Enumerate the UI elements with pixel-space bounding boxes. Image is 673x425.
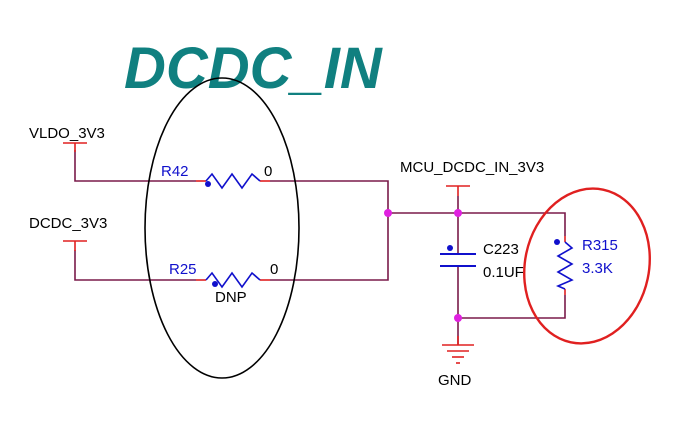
resistor-r25: R25 0 DNP: [169, 261, 278, 306]
value-r25: 0: [270, 261, 278, 278]
ref-r315: R315: [582, 237, 618, 254]
ground-icon: [442, 344, 474, 364]
pin-stubs: [63, 142, 566, 345]
junctions: [384, 209, 462, 322]
resistor-r42-symbol: [205, 172, 261, 190]
resistor-r315-symbol: [555, 241, 574, 290]
highlight-ellipse-black: [144, 77, 300, 379]
capacitor-c223: C223 0.1UF: [440, 241, 524, 281]
value-r315: 3.3K: [582, 260, 613, 277]
wires: [74, 150, 566, 345]
net-label-vldo: VLDO_3V3: [29, 125, 105, 142]
wire-main-node: [388, 212, 566, 236]
value-c223: 0.1UF: [483, 264, 524, 281]
junction-dot: [384, 209, 392, 217]
pin1-dot-c223: [447, 245, 453, 251]
value-r42: 0: [264, 163, 272, 180]
resistor-r315: R315 3.3K: [554, 237, 618, 290]
junction-dot: [454, 209, 462, 217]
wire-r42-out: [270, 180, 389, 213]
wire-dcdc: [74, 250, 196, 281]
pin1-dot-r42: [205, 181, 211, 187]
net-label-gnd: GND: [438, 372, 472, 389]
resistor-r25-symbol: [205, 271, 261, 289]
ref-r25: R25: [169, 261, 197, 278]
wire-vldo: [74, 150, 196, 182]
pin1-dot-r25: [212, 281, 218, 287]
junction-dot: [454, 314, 462, 322]
wire-bottom-node: [458, 295, 566, 319]
note-r25: DNP: [215, 289, 247, 306]
net-label-mcu: MCU_DCDC_IN_3V3: [400, 159, 544, 176]
resistor-r42: R42 0: [161, 163, 272, 190]
highlight-ellipse-red: [523, 187, 651, 345]
net-label-dcdc: DCDC_3V3: [29, 215, 107, 232]
ref-c223: C223: [483, 241, 519, 258]
ref-r42: R42: [161, 163, 189, 180]
wire-r25-out: [270, 213, 389, 281]
pin1-dot-r315: [554, 239, 560, 245]
